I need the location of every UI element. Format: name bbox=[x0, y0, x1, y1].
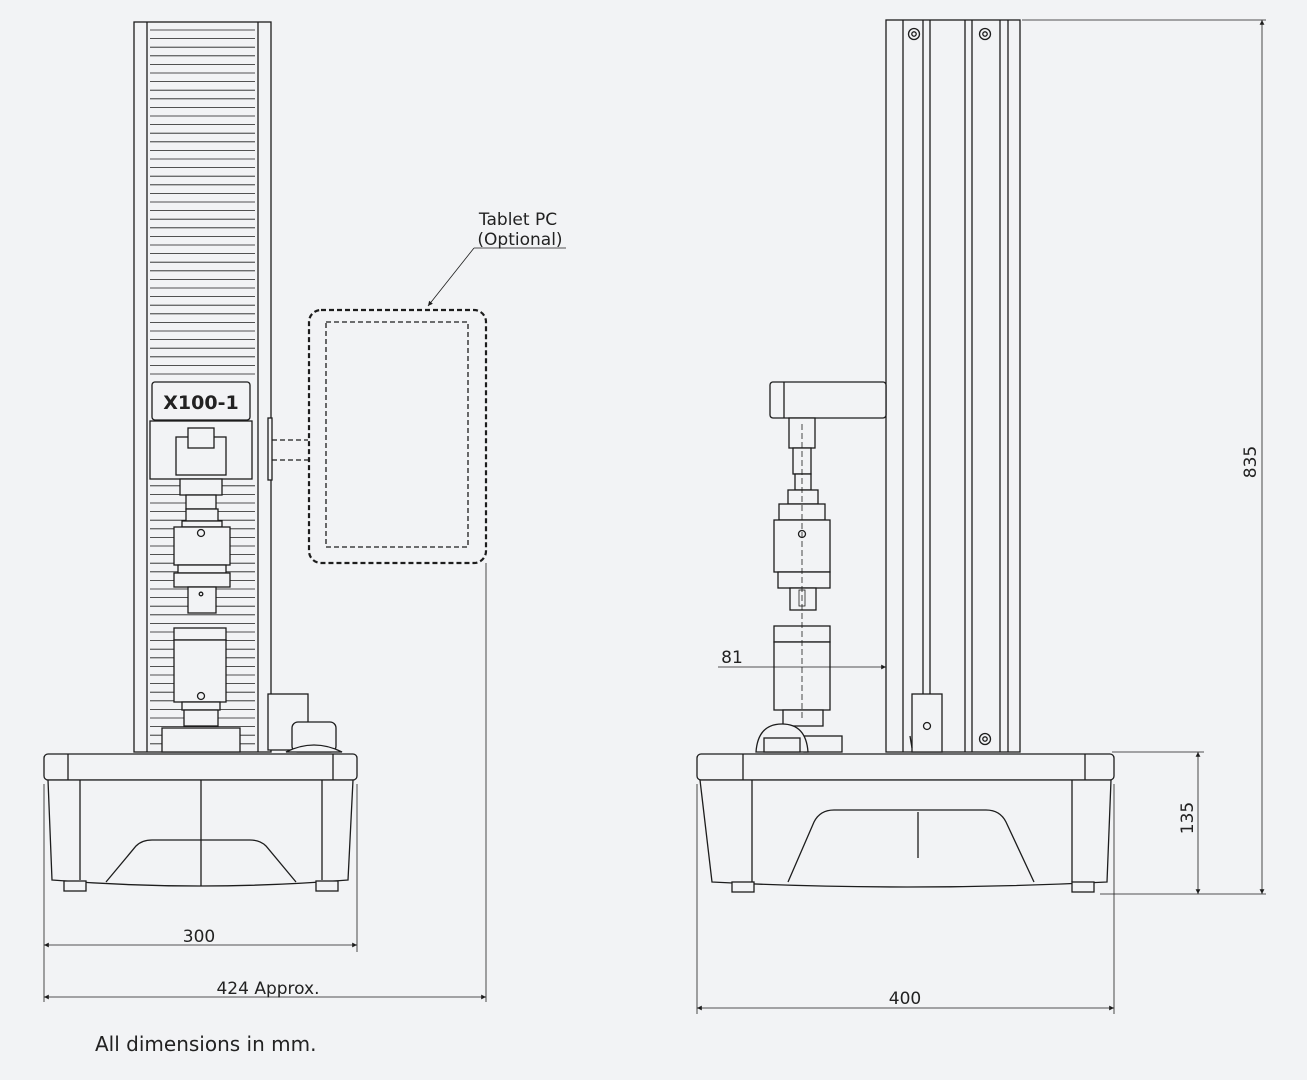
front-base bbox=[43, 753, 358, 892]
side-column bbox=[885, 19, 1021, 753]
dim-total-height: 835 bbox=[1241, 446, 1261, 478]
tablet-label: Tablet PC bbox=[478, 210, 557, 230]
dim-base-width: 300 bbox=[183, 927, 215, 947]
front-lower-grip bbox=[161, 627, 241, 753]
front-view: X100-1 bbox=[43, 21, 566, 1002]
front-dimensions: 300 424 Approx. bbox=[43, 563, 487, 1002]
front-upper-grip bbox=[173, 508, 231, 614]
units-note: All dimensions in mm. bbox=[95, 1032, 317, 1056]
front-load-cell: X100-1 bbox=[149, 381, 273, 510]
side-dimensions: 81 835 135 400 bbox=[696, 19, 1266, 1014]
side-base bbox=[696, 753, 1115, 893]
side-crosshead-arm bbox=[769, 381, 887, 419]
dim-overall-width: 424 Approx. bbox=[216, 979, 319, 999]
side-upper-grip bbox=[773, 417, 831, 611]
column-slats bbox=[150, 29, 255, 745]
side-lower-grip bbox=[755, 424, 843, 753]
dim-crosshead-offset: 81 bbox=[721, 648, 743, 668]
dim-base-height: 135 bbox=[1178, 802, 1198, 834]
side-view: 81 835 135 400 bbox=[696, 19, 1266, 1014]
tablet-pc: Tablet PC (Optional) bbox=[272, 210, 566, 565]
dim-base-depth: 400 bbox=[889, 989, 921, 1009]
tablet-optional-label: (Optional) bbox=[477, 230, 562, 250]
model-label: X100-1 bbox=[163, 392, 238, 414]
front-emergency-stop bbox=[267, 693, 343, 753]
